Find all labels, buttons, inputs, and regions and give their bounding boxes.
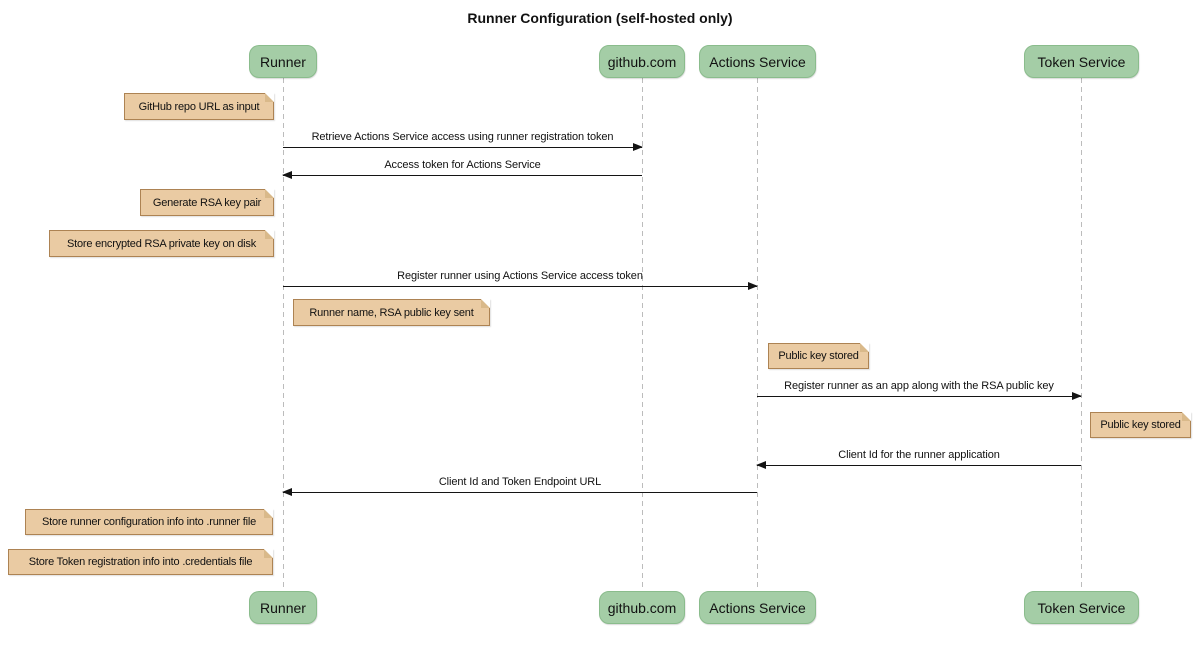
message-text: Access token for Actions Service [384,159,541,171]
message-client-id-token-endpoint: Client Id and Token Endpoint URL [282,476,757,496]
arrowhead-right-icon [1072,392,1082,400]
message-text: Register runner using Actions Service ac… [397,270,643,282]
arrowhead-right-icon [748,282,758,290]
participant-runner-top: Runner [249,45,317,78]
sequence-title: Runner Configuration (self-hosted only) [467,10,733,26]
note-text: Generate RSA key pair [152,196,262,209]
participant-label: Runner [260,53,306,70]
participant-label: github.com [607,599,677,616]
arrowhead-left-icon [756,461,766,469]
message-line [282,171,642,179]
note-fold-icon [264,549,273,558]
note-text: GitHub repo URL as input [138,100,260,113]
participant-token-service-bottom: Token Service [1024,591,1139,624]
note-runner-name-rsa-public-key-sent: Runner name, RSA public key sent [293,299,490,326]
message-register-runner-as-app: Register runner as an app along with the… [757,380,1082,400]
participant-label: Runner [260,599,306,616]
message-access-token-for-actions: Access token for Actions Service [282,159,642,179]
message-retrieve-actions-access: Retrieve Actions Service access using ru… [283,131,643,151]
participant-actions-service-top: Actions Service [699,45,816,78]
message-line [283,282,758,290]
lifeline-actions-service [757,78,758,591]
participant-runner-bottom: Runner [249,591,317,624]
note-text: Public key stored [1100,419,1181,431]
note-text: Store encrypted RSA private key on disk [66,237,257,250]
note-text: Store runner configuration info into .ru… [42,516,256,528]
message-client-id-for-runner-app: Client Id for the runner application [756,449,1081,469]
participant-label: Token Service [1037,53,1126,70]
lifeline-runner [283,78,284,591]
note-fold-icon [265,230,274,239]
note-public-key-stored-token: Public key stored [1090,412,1191,438]
message-line [283,143,643,151]
lifeline-token-service [1081,78,1082,591]
message-text: Register runner as an app along with the… [784,380,1054,392]
note-store-encrypted-rsa-private-key: Store encrypted RSA private key on disk [49,230,274,257]
note-fold-icon [265,189,274,198]
note-fold-icon [860,343,869,352]
participant-github-top: github.com [599,45,685,78]
participant-label: Token Service [1037,599,1126,616]
participant-github-bottom: github.com [599,591,685,624]
note-fold-icon [264,509,273,518]
message-text: Client Id and Token Endpoint URL [438,476,602,488]
note-generate-rsa-key-pair: Generate RSA key pair [140,189,274,216]
message-line [282,488,757,496]
note-text: Public key stored [778,350,859,362]
lifeline-github [642,78,643,591]
message-register-runner: Register runner using Actions Service ac… [283,270,758,290]
note-text: Store Token registration info into .cred… [28,556,253,568]
message-line [756,461,1081,469]
arrowhead-right-icon [633,143,643,151]
note-public-key-stored-actions: Public key stored [768,343,869,369]
participant-actions-service-bottom: Actions Service [699,591,816,624]
participant-label: Actions Service [709,53,806,70]
note-store-token-registration: Store Token registration info into .cred… [8,549,273,575]
note-github-repo-url-input: GitHub repo URL as input [124,93,274,120]
message-text: Client Id for the runner application [838,449,1000,461]
note-fold-icon [1182,412,1191,421]
arrowhead-left-icon [282,171,292,179]
note-fold-icon [481,299,490,308]
participant-label: Actions Service [709,599,806,616]
participant-token-service-top: Token Service [1024,45,1139,78]
note-store-runner-configuration: Store runner configuration info into .ru… [25,509,273,535]
message-line [757,392,1082,400]
note-text: Runner name, RSA public key sent [309,306,474,319]
message-text: Retrieve Actions Service access using ru… [311,131,614,143]
arrowhead-left-icon [282,488,292,496]
participant-label: github.com [607,53,677,70]
note-fold-icon [265,93,274,102]
